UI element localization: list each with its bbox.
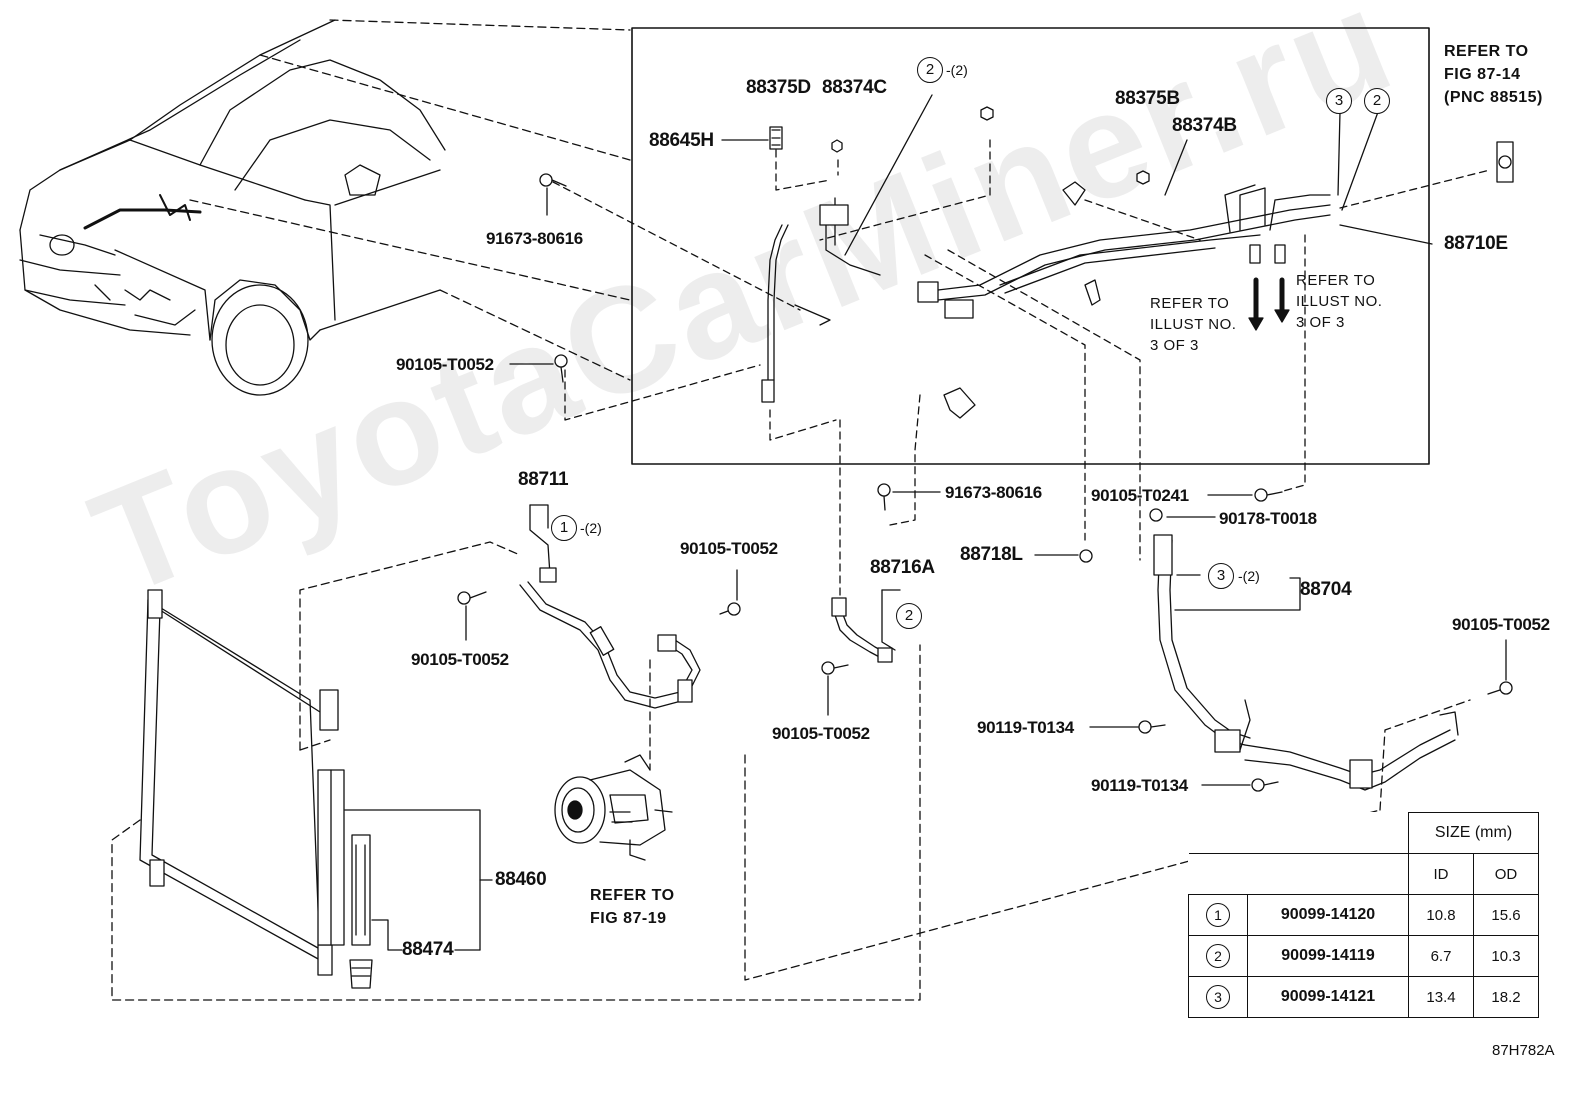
callout-quantity: -(2) [580,520,602,536]
part-88375B-label: 88375B [1115,88,1180,109]
liquid-tube-88716A [831,589,901,663]
row-index: 1 [1206,903,1230,927]
part-88645H-label: 88645H [649,130,714,151]
row-id: 13.4 [1408,976,1474,1018]
col-id-header: ID [1408,853,1474,895]
table-row: 3 90099-14121 13.4 18.2 [1188,976,1539,1018]
vehicle-outline [19,19,446,396]
part-88718L-label: 88718L [960,544,1023,565]
pressure-switch-88645H [721,126,783,150]
row-part-number: 90099-14119 [1247,935,1409,977]
part-88711-label: 88711 [518,469,569,490]
hose-88704 [1153,534,1459,791]
row-part-number: 90099-14120 [1247,894,1409,936]
part-88375D-label: 88375D [746,77,811,98]
detail-box [631,27,1430,465]
table-row: 1 90099-14120 10.8 15.6 [1188,894,1539,936]
callout-quantity: -(2) [1238,568,1260,584]
hose-size-table: SIZE (mm) ID OD 1 90099-14120 10.8 15.6 … [1188,812,1539,1018]
condenser-88460 [139,589,493,989]
part-90105-T0052-label: 90105-T0052 [396,355,494,374]
callout-circle: 2 [896,603,922,629]
part-90119-T0134-label: 90119-T0134 [977,718,1074,737]
discharge-tube-88710E [761,184,1331,403]
callout-quantity: -(2) [946,62,968,78]
row-id: 10.8 [1408,894,1474,936]
part-90178-T0018-label: 90178-T0018 [1219,509,1317,528]
part-91673-80616-label: 91673-80616 [945,483,1042,502]
refer-fig-87-19-note: REFER TO FIG 87-19 [590,887,675,927]
suction-hose-88711 [519,504,701,709]
part-88716A-label: 88716A [870,557,935,578]
part-88710E-label: 88710E [1444,233,1508,254]
refer-illust-note: REFER TO ILLUST NO. 3 OF 3 [1296,272,1383,331]
row-od: 15.6 [1473,894,1539,936]
callout-circle: 1 [551,515,577,541]
part-90105-T0052-label: 90105-T0052 [1452,615,1550,634]
part-90105-T0052-label: 90105-T0052 [680,539,778,558]
refer-illust-note: REFER TO ILLUST NO. 3 OF 3 [1150,295,1237,354]
part-88374B-label: 88374B [1172,115,1237,136]
row-index: 3 [1206,985,1230,1009]
callout-circle: 2 [1364,88,1390,114]
row-part-number: 90099-14121 [1247,976,1409,1018]
callout-circle: 3 [1208,563,1234,589]
part-90105-T0052-label: 90105-T0052 [772,724,870,743]
part-88474-label: 88474 [402,939,454,960]
part-88460-label: 88460 [495,869,547,890]
part-90105-T0052-label: 90105-T0052 [411,650,509,669]
part-88704-label: 88704 [1300,579,1352,600]
row-od: 10.3 [1473,935,1539,977]
part-90119-T0134-label: 90119-T0134 [1091,776,1188,795]
part-90105-T0241-label: 90105-T0241 [1091,486,1189,505]
size-header: SIZE (mm) [1408,812,1539,854]
part-88374C-label: 88374C [822,77,887,98]
row-od: 18.2 [1473,976,1539,1018]
row-id: 6.7 [1408,935,1474,977]
table-row: 2 90099-14119 6.7 10.3 [1188,935,1539,977]
col-od-header: OD [1473,853,1539,895]
callout-circle: 2 [917,57,943,83]
callout-circle: 3 [1326,88,1352,114]
part-91673-80616-label: 91673-80616 [486,229,583,248]
diagram-code: 87H782A [1492,1042,1555,1059]
refer-fig-87-14-note: REFER TO FIG 87-14 (PNC 88515) [1444,43,1543,106]
compressor [554,754,673,861]
row-index: 2 [1206,944,1230,968]
